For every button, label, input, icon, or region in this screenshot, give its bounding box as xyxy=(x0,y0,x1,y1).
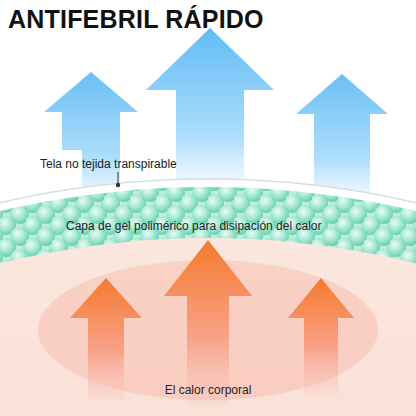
title: ANTIFEBRIL RÁPIDO xyxy=(8,5,264,34)
gel-label: Capa de gel polimérico para disipación d… xyxy=(66,219,321,233)
fabric-layer xyxy=(0,179,416,416)
leader-line xyxy=(118,172,119,183)
leader-dot xyxy=(116,183,120,187)
body-heat-label: El calor corporal xyxy=(165,383,252,397)
cool-arrow xyxy=(296,74,388,200)
heat-arrow xyxy=(70,278,142,400)
fabric-label: Tela no tejida transpirable xyxy=(40,157,177,171)
gel-layer xyxy=(0,187,416,416)
cool-arrow xyxy=(44,72,138,200)
heat-arrow xyxy=(164,240,252,405)
body-skin xyxy=(0,238,416,416)
heat-arrow xyxy=(288,278,354,395)
